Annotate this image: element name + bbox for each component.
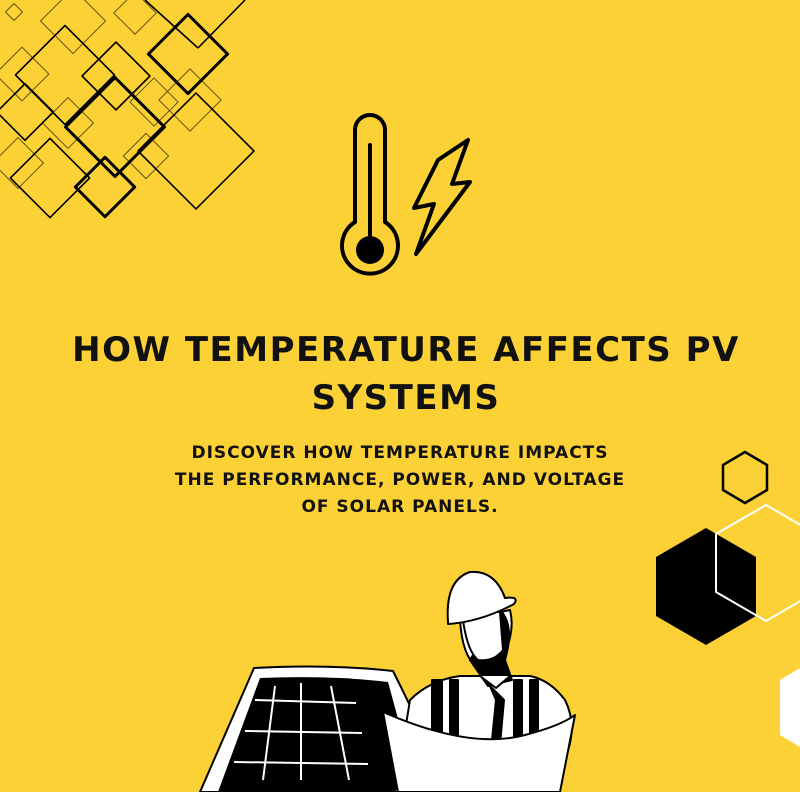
- subtitle-line: OF SOLAR PANELS.: [301, 497, 499, 517]
- subtitle-line: THE PERFORMANCE, POWER, AND VOLTAGE: [174, 470, 626, 490]
- page-title: HOW TEMPERATURE AFFECTS PV SYSTEMS: [72, 330, 740, 418]
- subtitle: DISCOVER HOW TEMPERATURE IMPACTS THE PER…: [0, 440, 800, 521]
- subtitle-line: DISCOVER HOW TEMPERATURE IMPACTS: [191, 443, 609, 463]
